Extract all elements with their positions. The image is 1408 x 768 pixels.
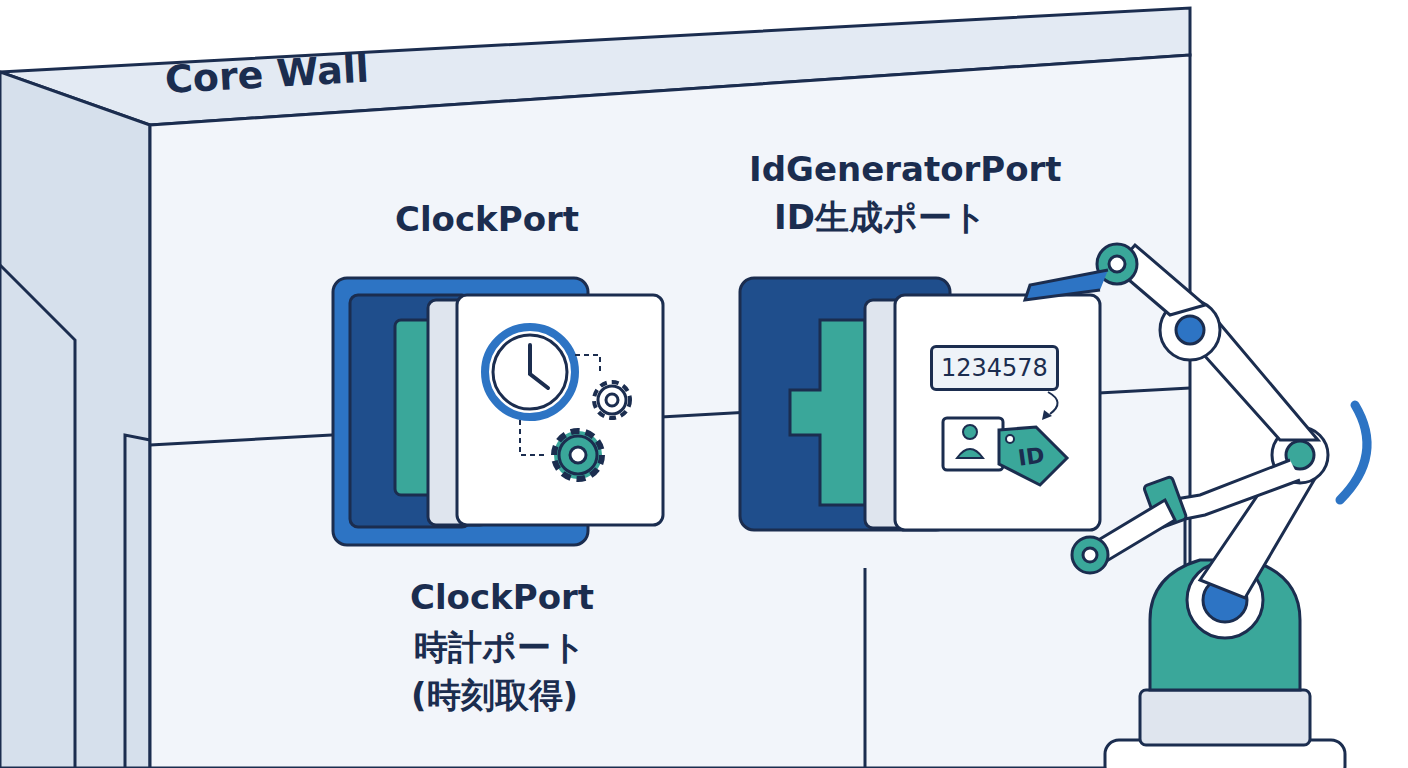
port-caption: ClockPort xyxy=(410,578,594,617)
id-number-box: 1234578 xyxy=(930,345,1059,391)
tag-text: ID xyxy=(1016,442,1046,470)
wall-title: Core Wall xyxy=(164,47,370,102)
port-title: IdGeneratorPort xyxy=(749,150,1062,189)
port-caption: (時刻取得) xyxy=(411,676,578,715)
port-subtitle: ID生成ポート xyxy=(774,198,987,237)
id-tag: ID xyxy=(996,424,1070,488)
port-caption: 時計ポート xyxy=(414,628,586,667)
port-title: ClockPort xyxy=(395,200,579,239)
id-number: 1234578 xyxy=(933,348,1056,388)
